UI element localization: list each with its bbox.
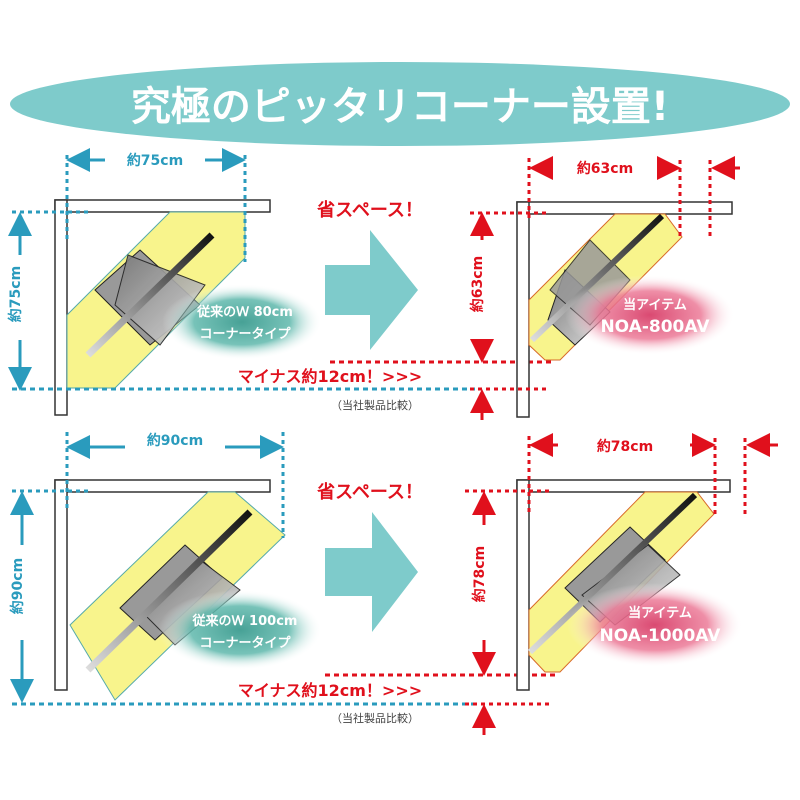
old-depth-label: 約75cm xyxy=(7,266,24,322)
new-product-badge xyxy=(567,583,743,667)
old-depth-label: 約90cm xyxy=(9,558,26,614)
old-width-label: 約90cm xyxy=(147,432,203,449)
comparison-note: （当社製品比較） xyxy=(331,711,419,725)
old-product-badge xyxy=(158,590,322,670)
svg-text:当アイテム: 当アイテム xyxy=(623,297,687,313)
save-space-label: 省スペース！ xyxy=(316,481,423,503)
old-product-badge xyxy=(162,284,322,360)
new-product-badge xyxy=(565,275,735,355)
arrow-right-icon xyxy=(325,230,418,350)
new-width-label: 約78cm xyxy=(597,438,653,455)
arrow-right-icon xyxy=(325,512,418,632)
new-corner-diagram: 約78cm 約78cm 当アイテム NOA-1000AV xyxy=(465,433,778,735)
tv-bar xyxy=(85,232,215,358)
minus-label: マイナス約12cm！>>> xyxy=(238,681,422,700)
page-title: 究極のピッタリコーナー設置! xyxy=(131,84,669,130)
old-corner-diagram: 約75cm 約75cm 従来のＷ 80cm コーナータイプ xyxy=(7,148,475,416)
old-corner-diagram: 約90cm 約90cm 従来のＷ 100cm コーナータイプ xyxy=(9,432,475,706)
save-space-label: 省スペース！ xyxy=(316,199,423,221)
svg-text:NOA-1000AV: NOA-1000AV xyxy=(600,626,722,646)
old-width-label: 約75cm xyxy=(127,152,183,169)
svg-text:従来のＷ 100cm: 従来のＷ 100cm xyxy=(192,613,298,629)
new-depth-label: 約78cm xyxy=(471,546,488,602)
title-banner: 究極のピッタリコーナー設置! xyxy=(10,62,790,146)
svg-text:当アイテム: 当アイテム xyxy=(628,605,692,621)
row-2: 約90cm 約90cm 従来のＷ 100cm コーナータイプ 省スペース！ マイ… xyxy=(9,432,778,735)
new-corner-diagram: 約63cm 約63cm 当アイテム NOA-800AV xyxy=(469,156,740,420)
svg-text:NOA-800AV: NOA-800AV xyxy=(600,317,710,337)
svg-text:従来のＷ 80cm: 従来のＷ 80cm xyxy=(196,304,293,320)
row-1: 約75cm 約75cm 従来のＷ 80cm コーナータイプ 省スペース！ マイナ… xyxy=(7,148,740,420)
new-width-label: 約63cm xyxy=(577,160,633,177)
back-wall xyxy=(54,199,271,213)
svg-text:コーナータイプ: コーナータイプ xyxy=(199,327,291,342)
comparison-note: （当社製品比較） xyxy=(331,398,419,412)
side-wall xyxy=(54,199,68,416)
minus-label: マイナス約12cm！>>> xyxy=(238,367,422,386)
svg-text:コーナータイプ: コーナータイプ xyxy=(199,636,291,651)
new-depth-label: 約63cm xyxy=(469,256,486,312)
